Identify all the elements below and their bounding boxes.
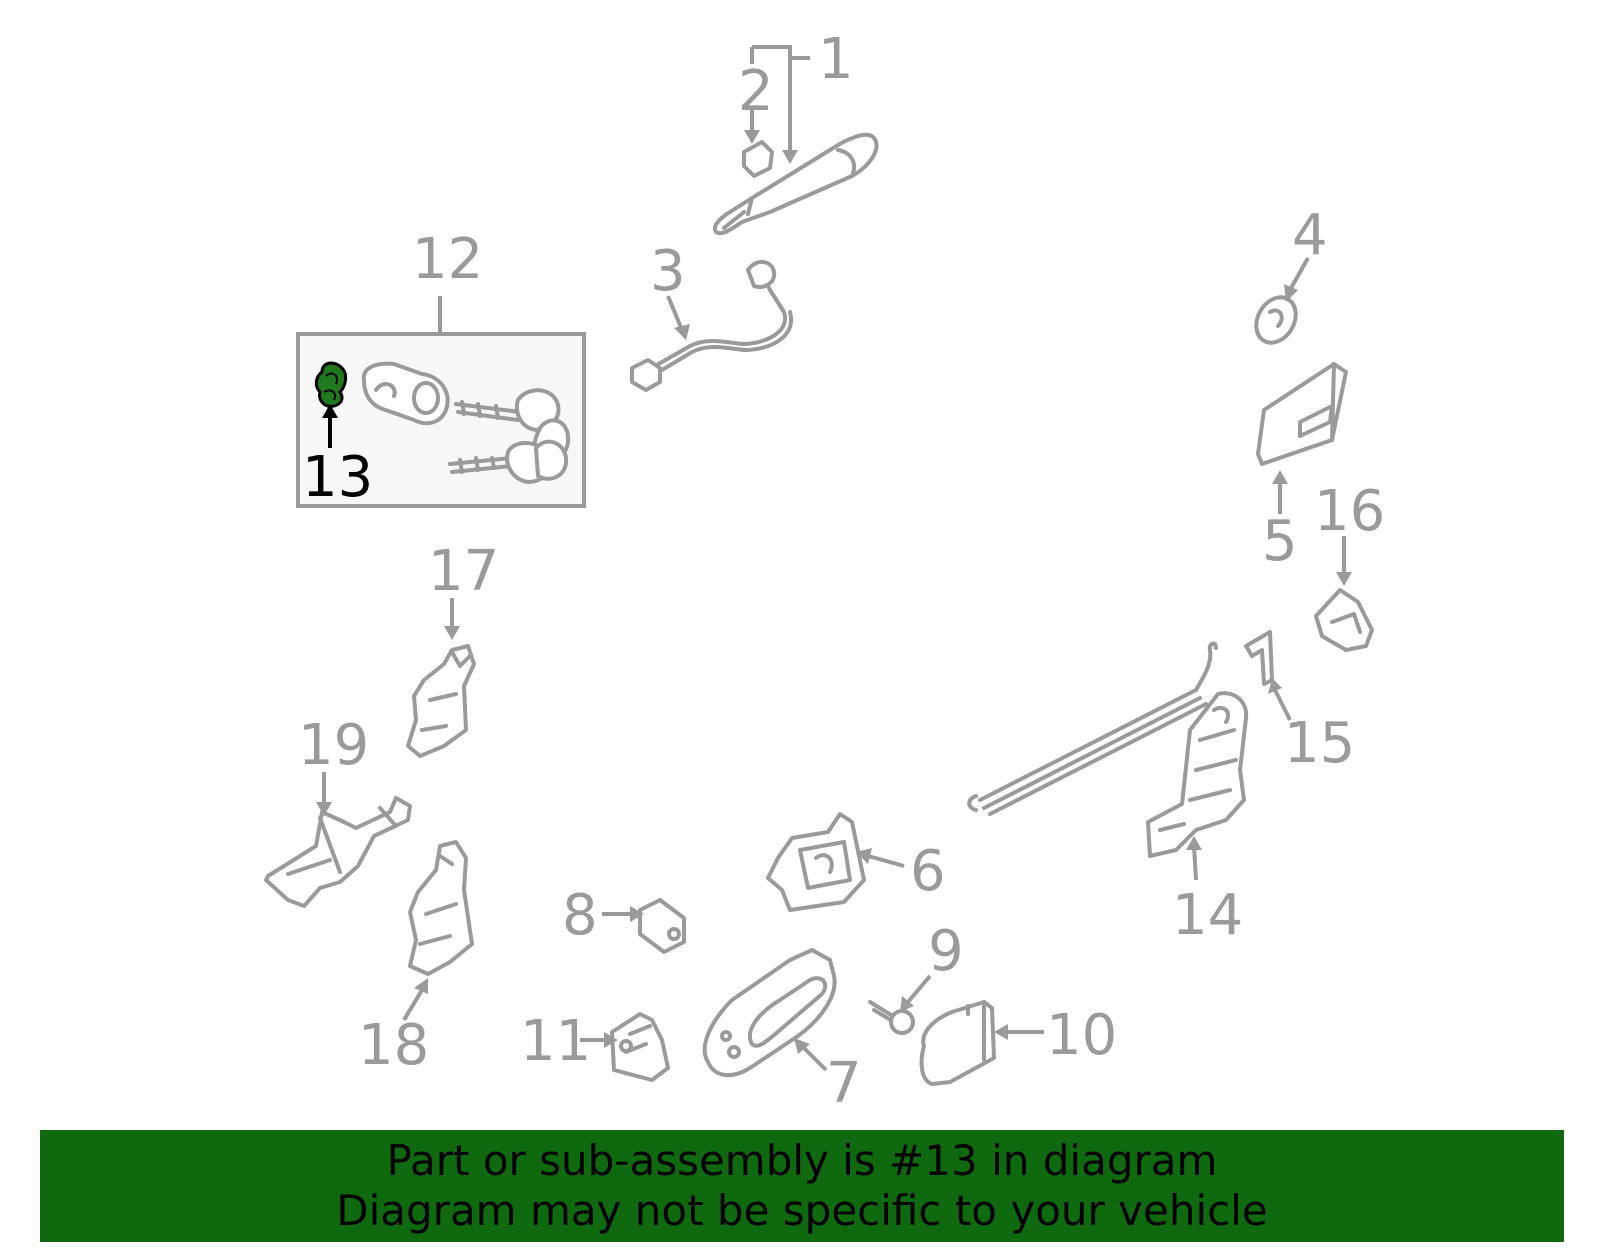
part-7-inner-handle[interactable] [702, 948, 837, 1078]
part-9-screw[interactable] [868, 1000, 915, 1035]
part-3-harness[interactable] [630, 260, 794, 392]
part-1-outer-handle[interactable] [713, 132, 879, 236]
part-6-inner-bracket[interactable] [766, 812, 866, 912]
callout-17: 17 [428, 539, 499, 604]
callout-3: 3 [650, 239, 686, 304]
part-8-switch[interactable] [638, 898, 686, 954]
callout-10: 10 [1046, 1003, 1117, 1068]
part-4-round-cap[interactable] [1248, 290, 1303, 350]
part-13-highlighted[interactable] [314, 361, 348, 408]
callout-18: 18 [358, 1013, 429, 1078]
callout-16: 16 [1314, 479, 1385, 544]
callout-1: 1 [818, 27, 854, 92]
part-17-hinge[interactable] [406, 644, 476, 758]
callout-13: 13 [302, 445, 373, 510]
callout-11: 11 [520, 1009, 591, 1074]
callout-9: 9 [928, 919, 964, 984]
callout-4: 4 [1292, 203, 1328, 268]
callout-8: 8 [562, 883, 598, 948]
banner-line-part: Part or sub-assembly is #13 in diagram [386, 1136, 1218, 1185]
part-15-clip[interactable] [1244, 630, 1274, 686]
callout-14: 14 [1172, 883, 1243, 948]
part-12-lock-set[interactable] [296, 332, 586, 508]
part-5-switch-cover[interactable] [1256, 362, 1348, 466]
callout-5: 5 [1262, 509, 1298, 574]
info-banner: Part or sub-assembly is #13 in diagram D… [40, 1130, 1564, 1242]
callout-12: 12 [412, 227, 483, 292]
part-10-cover[interactable] [919, 1000, 996, 1086]
callout-19: 19 [298, 713, 369, 778]
callout-7: 7 [826, 1051, 862, 1116]
part-16-bracket[interactable] [1314, 588, 1374, 652]
callout-2: 2 [738, 59, 774, 124]
part-11-actuator[interactable] [610, 1012, 670, 1082]
part-18-lower-hinge[interactable] [408, 840, 474, 976]
banner-line-disclaimer: Diagram may not be specific to your vehi… [336, 1186, 1268, 1235]
part-14-latch-assembly[interactable] [967, 641, 1249, 858]
callout-6: 6 [910, 839, 946, 904]
part-19-door-check[interactable] [264, 796, 412, 908]
callout-15: 15 [1284, 711, 1355, 776]
part-2-cap[interactable] [742, 140, 774, 178]
